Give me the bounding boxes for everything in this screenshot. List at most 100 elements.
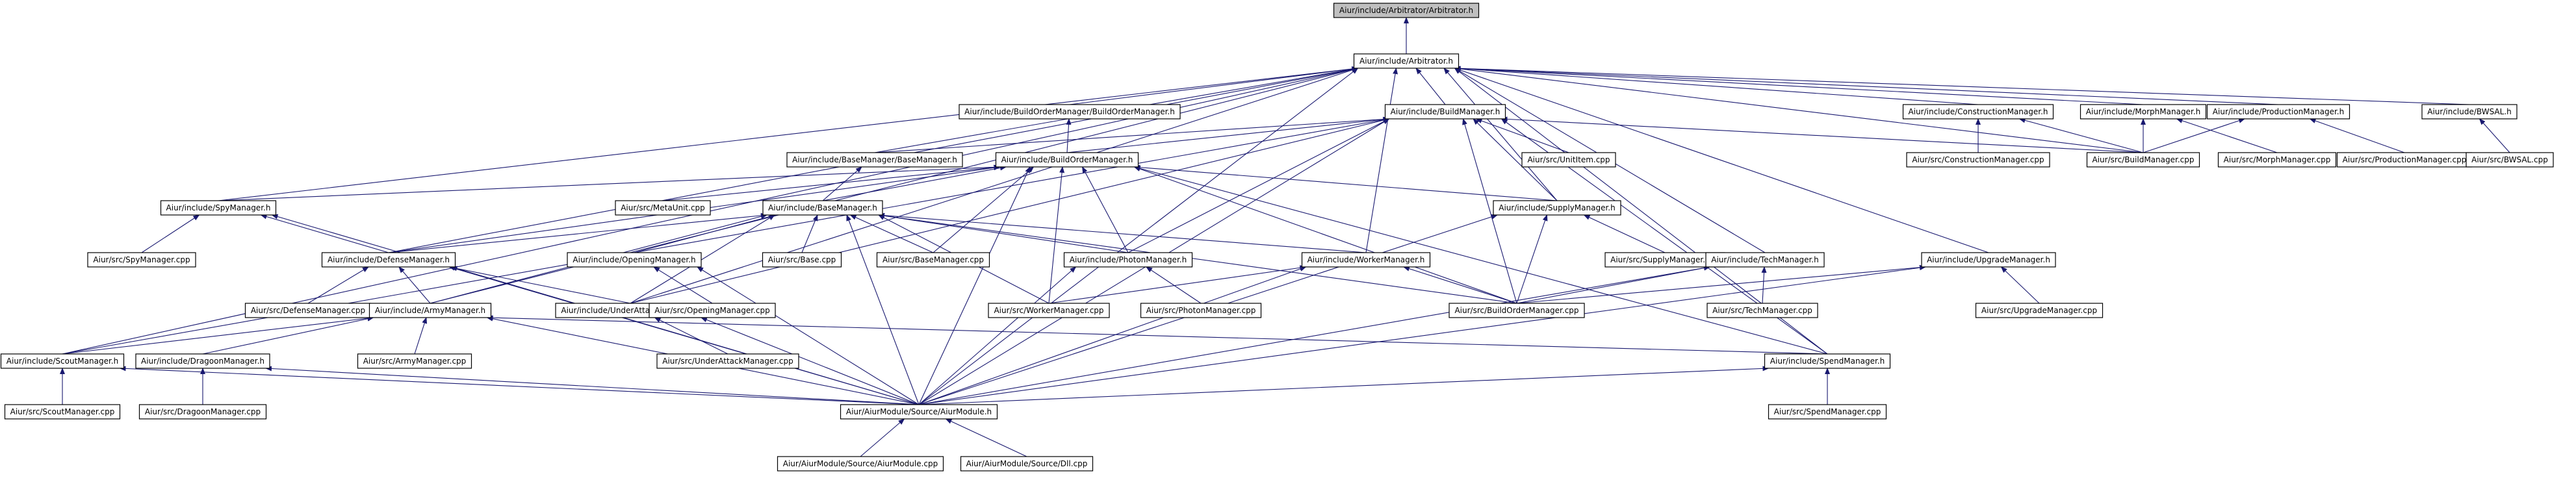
file-node[interactable]: Aiur/src/SupplyManager.cpp	[1604, 252, 1725, 268]
file-node[interactable]: Aiur/src/ArmyManager.cpp	[357, 353, 472, 369]
file-node[interactable]: Aiur/src/ConstructionManager.cpp	[1906, 152, 2050, 168]
include-edge	[1501, 116, 2144, 153]
file-node[interactable]: Aiur/src/UpgradeManager.cpp	[1975, 303, 2104, 318]
file-node[interactable]: Aiur/include/Arbitrator.h	[1353, 53, 1460, 69]
file-node[interactable]: Aiur/src/UnderAttackManager.cpp	[656, 353, 799, 369]
file-node[interactable]: Aiur/include/OpeningManager.h	[567, 252, 702, 268]
file-node[interactable]: Aiur/AiurModule/Source/AiurModule.h	[840, 404, 998, 420]
file-node[interactable]: Aiur/src/WorkerManager.cpp	[988, 303, 1110, 318]
file-node[interactable]: Aiur/src/TechManager.cpp	[1707, 303, 1818, 318]
file-node[interactable]: Aiur/include/DefenseManager.h	[321, 252, 456, 268]
include-edge	[486, 315, 1828, 355]
node-label: Aiur/src/SupplyManager.cpp	[1610, 255, 1719, 264]
file-node[interactable]: Aiur/src/ScoutManager.cpp	[4, 404, 121, 420]
include-edge	[918, 166, 1031, 405]
file-node[interactable]: Aiur/src/DragoonManager.cpp	[138, 404, 267, 420]
file-node[interactable]: Aiur/src/OpeningManager.cpp	[649, 303, 776, 318]
file-node[interactable]: Aiur/AiurModule/Source/AiurModule.cpp	[777, 456, 944, 472]
file-node[interactable]: Aiur/include/BaseManager.h	[762, 200, 883, 216]
file-node[interactable]: Aiur/include/ProductionManager.h	[2206, 104, 2351, 120]
include-edge	[1133, 166, 1517, 304]
file-node[interactable]: Aiur/src/SpyManager.cpp	[87, 252, 196, 268]
node-label: Aiur/src/UnitItem.cpp	[1527, 155, 1610, 164]
include-edge	[265, 366, 920, 405]
include-edge	[654, 317, 728, 355]
include-edge	[653, 266, 713, 304]
node-label: Aiur/src/DragoonManager.cpp	[145, 407, 261, 416]
node-label: Aiur/src/PhotonManager.cpp	[1146, 306, 1256, 315]
file-node[interactable]: Aiur/include/PhotonManager.h	[1063, 252, 1193, 268]
node-box	[1902, 104, 2054, 120]
include-edge	[414, 317, 428, 355]
node-label: Aiur/include/SupplyManager.h	[1499, 203, 1615, 212]
include-edge	[1761, 266, 1767, 304]
include-edge	[2309, 118, 2405, 153]
include-edge	[849, 214, 934, 253]
node-label: Aiur/src/UpgradeManager.cpp	[1981, 306, 2097, 315]
node-box	[1707, 303, 1818, 318]
file-node[interactable]: Aiur/src/BuildManager.cpp	[2086, 152, 2200, 168]
node-box	[840, 404, 998, 420]
include-edge	[1454, 66, 2144, 153]
include-edge	[218, 164, 1001, 201]
file-node[interactable]: Aiur/include/BuildOrderManager.h	[995, 152, 1139, 168]
file-node[interactable]: Aiur/include/WorkerManager.h	[1301, 252, 1431, 268]
node-box	[1063, 252, 1193, 268]
node-box	[786, 152, 963, 168]
file-node[interactable]: Aiur/src/BWSAL.cpp	[2466, 152, 2554, 168]
node-label: Aiur/src/BaseManager.cpp	[882, 255, 984, 264]
file-node[interactable]: Aiur/src/PhotonManager.cpp	[1140, 303, 1262, 318]
node-label: Aiur/src/WorkerManager.cpp	[994, 306, 1103, 315]
include-edge	[918, 265, 1710, 405]
node-label: Aiur/include/Arbitrator.h	[1359, 57, 1453, 66]
file-node[interactable]: Aiur/include/ConstructionManager.h	[1902, 104, 2054, 120]
file-node[interactable]: Aiur/src/BaseManager.cpp	[876, 252, 990, 268]
include-edge	[1133, 166, 1828, 355]
include-edge	[1066, 118, 1072, 153]
node-label: Aiur/AiurModule/Source/AiurModule.h	[846, 407, 992, 416]
file-node[interactable]: Aiur/include/BWSAL.h	[2421, 104, 2518, 120]
node-box	[135, 353, 270, 369]
node-box	[656, 353, 799, 369]
file-node[interactable]: Aiur/src/Base.cpp	[762, 252, 842, 268]
node-box	[1705, 252, 1825, 268]
file-node[interactable]: Aiur/AiurModule/Source/Dll.cpp	[960, 456, 1094, 472]
include-edge	[2143, 118, 2245, 153]
node-box	[1384, 104, 1506, 120]
include-edge	[1516, 265, 1710, 304]
include-edge	[1454, 66, 2470, 105]
file-node[interactable]: Aiur/src/BuildOrderManager.cpp	[1449, 303, 1585, 318]
file-node[interactable]: Aiur/include/SupplyManager.h	[1493, 200, 1621, 216]
file-node[interactable]: Aiur/include/BuildManager.h	[1384, 104, 1506, 120]
file-node[interactable]: Aiur/include/ScoutManager.h	[0, 353, 125, 369]
node-label: Aiur/include/SpendManager.h	[1770, 357, 1885, 366]
file-node[interactable]: Aiur/include/DragoonManager.h	[135, 353, 270, 369]
file-node[interactable]: Aiur/include/Arbitrator/Arbitrator.h	[1333, 3, 1480, 18]
node-box	[2080, 104, 2207, 120]
file-node[interactable]: Aiur/include/TechManager.h	[1705, 252, 1825, 268]
file-node[interactable]: Aiur/src/SpendManager.cpp	[1768, 404, 1887, 420]
node-label: Aiur/AiurModule/Source/Dll.cpp	[966, 459, 1088, 468]
file-node[interactable]: Aiur/src/MetaUnit.cpp	[615, 200, 711, 216]
include-edge	[918, 266, 1077, 405]
node-box	[649, 303, 776, 318]
file-node[interactable]: Aiur/src/ProductionManager.cpp	[2336, 152, 2473, 168]
file-node[interactable]: Aiur/include/UpgradeManager.h	[1921, 252, 2056, 268]
file-node[interactable]: Aiur/include/MorphManager.h	[2080, 104, 2207, 120]
file-node[interactable]: Aiur/include/ArmyManager.h	[368, 303, 492, 318]
file-node[interactable]: Aiur/src/UnitItem.cpp	[1521, 152, 1616, 168]
include-edge	[119, 366, 920, 405]
include-edge	[933, 166, 1035, 253]
include-edge	[1069, 66, 1359, 105]
file-node[interactable]: Aiur/include/SpyManager.h	[160, 200, 277, 216]
file-node[interactable]: Aiur/include/BaseManager/BaseManager.h	[786, 152, 963, 168]
node-box	[160, 200, 277, 216]
file-node[interactable]: Aiur/src/MorphManager.cpp	[2217, 152, 2337, 168]
node-box	[1521, 152, 1616, 168]
file-node[interactable]: Aiur/include/BuildOrderManager/BuildOrde…	[959, 104, 1181, 120]
node-box	[960, 456, 1094, 472]
file-node[interactable]: Aiur/include/SpendManager.h	[1764, 353, 1891, 369]
node-label: Aiur/src/BuildManager.cpp	[2093, 155, 2195, 164]
node-box	[959, 104, 1181, 120]
file-node[interactable]: Aiur/src/DefenseManager.cpp	[244, 303, 372, 318]
